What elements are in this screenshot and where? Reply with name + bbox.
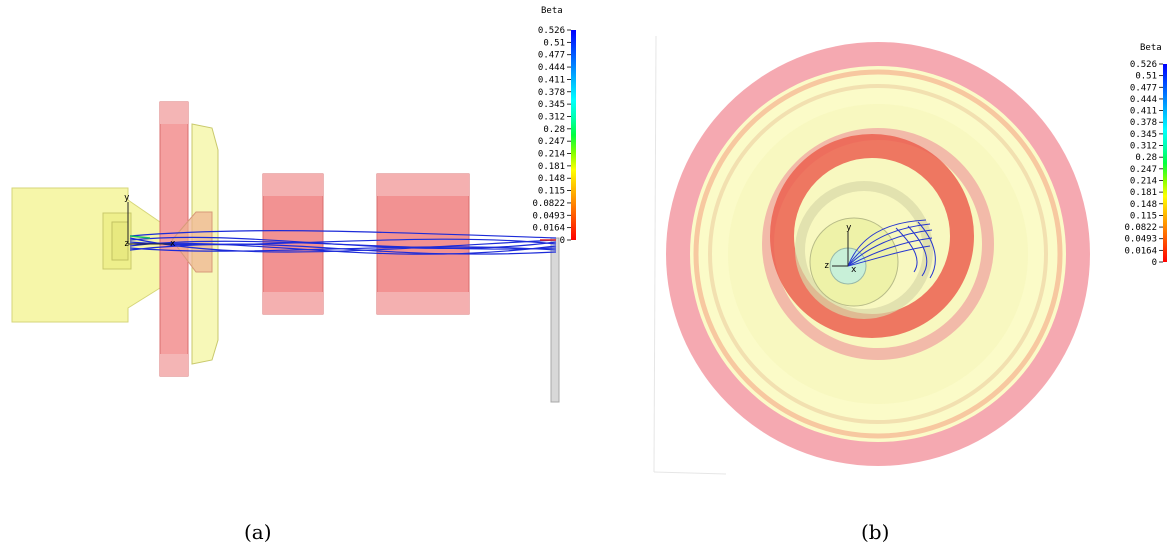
axis-y-label: y: [846, 223, 852, 233]
colorbar-tick-label: 0.444: [1130, 95, 1157, 105]
orange-ring-1: [693, 69, 1063, 439]
target-plate: [550, 237, 560, 403]
beam-green-start: [129, 235, 151, 239]
colorbar-tick-label: 0.51: [1135, 72, 1157, 82]
colorbar-tick-label: 0.28: [1135, 153, 1157, 163]
electrode-disc-rim-top: [160, 102, 188, 124]
frame-edge-left: [653, 35, 657, 473]
solenoid-ring-outer: [762, 128, 994, 360]
solenoid-ring-main: [770, 134, 974, 338]
colorbar-tick-label: 0.214: [1130, 176, 1157, 186]
solenoid-2-top: [377, 174, 469, 196]
colorbar-tick-label: 0.115: [1130, 211, 1157, 221]
side-view-canvas: y x z Beta 0.526 0.51 0.477 0.444 0.411 0.378…: [11, 6, 576, 403]
gun-housing: [11, 187, 161, 323]
colorbar-tick-label: 0: [1152, 258, 1157, 268]
axis-x-label: x: [170, 239, 176, 249]
colorbar-tick-label: 0.477: [538, 51, 565, 61]
colorbar-tick-label: 0.312: [1130, 142, 1157, 152]
colorbar-tick-label: 0.526: [1130, 60, 1157, 70]
colorbar-tick-label: 0.148: [538, 174, 565, 184]
beam-trajectories: [129, 230, 557, 255]
axes-triad: [127, 202, 172, 245]
orange-ring-2: [708, 84, 1048, 424]
axis-z-label: z: [124, 239, 129, 249]
axis-z-label: z: [824, 261, 829, 271]
colorbar-tick-label: 0.247: [538, 137, 565, 147]
colorbar-tick-label: 0.247: [1130, 165, 1157, 175]
colorbar-tick-label: 0.0164: [532, 224, 565, 234]
colorbar-tick-label: 0.345: [538, 100, 565, 110]
solenoid-1-bottom: [263, 292, 323, 314]
colorbar-tick-label: 0.148: [1130, 200, 1157, 210]
colorbar-tick-label: 0.526: [538, 26, 565, 36]
solenoid-ring-inner: [795, 181, 933, 319]
electrode-disc-rim-bottom: [160, 354, 188, 376]
solenoid-2-bottom: [377, 292, 469, 314]
colorbar-tick-label: 0.0822: [532, 199, 565, 209]
panel-a-side-view: y x z Beta 0.526 0.51 0.477 0.444 0.411 0.378…: [0, 0, 580, 544]
axis-x-label: x: [851, 265, 857, 275]
colorbar-title: Beta: [1140, 43, 1162, 53]
colorbar-tick-label: 0.444: [538, 63, 565, 73]
colorbar-tick-label: 0.312: [538, 112, 565, 122]
axis-y-label: y: [124, 193, 130, 203]
caption-a: (a): [244, 520, 272, 544]
colorbar-tick-label: 0.214: [538, 150, 565, 160]
frame-edge-bottom: [653, 471, 727, 475]
colorbar-tick-label: 0.0822: [1124, 223, 1157, 233]
colorbar-tick-label: 0.51: [543, 38, 565, 48]
colorbar-tick-label: 0.0493: [532, 211, 565, 221]
colorbar-tick-label: 0.115: [538, 187, 565, 197]
colorbar: Beta 0.526 0.51 0.477 0.444 0.411 0.378 0.345 0…: [532, 6, 576, 246]
colorbar-tick-label: 0.28: [543, 125, 565, 135]
colorbar-tick-label: 0.411: [1130, 107, 1157, 117]
colorbar-tick-label: 0.378: [538, 88, 565, 98]
colorbar-title: Beta: [541, 6, 563, 16]
colorbar-tick-label: 0.411: [538, 75, 565, 85]
axes-triad: [832, 232, 849, 267]
colorbar-tick-label: 0.181: [538, 162, 565, 172]
colorbar-tick-label: 0.181: [1130, 188, 1157, 198]
colorbar-tick-label: 0.477: [1130, 83, 1157, 93]
beam-trajectories: [847, 219, 936, 279]
colorbar-tick-label: 0.378: [1130, 118, 1157, 128]
solenoid-1-top: [263, 174, 323, 196]
front-view-canvas: y z x Beta 0.526 0.510.477 0.444 0.4110.378…: [653, 35, 1167, 475]
colorbar-tick-label: 0.345: [1130, 130, 1157, 140]
colorbar-tick-label: 0.0493: [1124, 235, 1157, 245]
caption-b: (b): [861, 520, 890, 544]
colorbar-tick-label: 0: [560, 236, 565, 246]
colorbar-gradient: [1163, 64, 1167, 262]
colorbar-gradient: [571, 30, 576, 240]
colorbar-tick-label: 0.0164: [1124, 246, 1157, 256]
